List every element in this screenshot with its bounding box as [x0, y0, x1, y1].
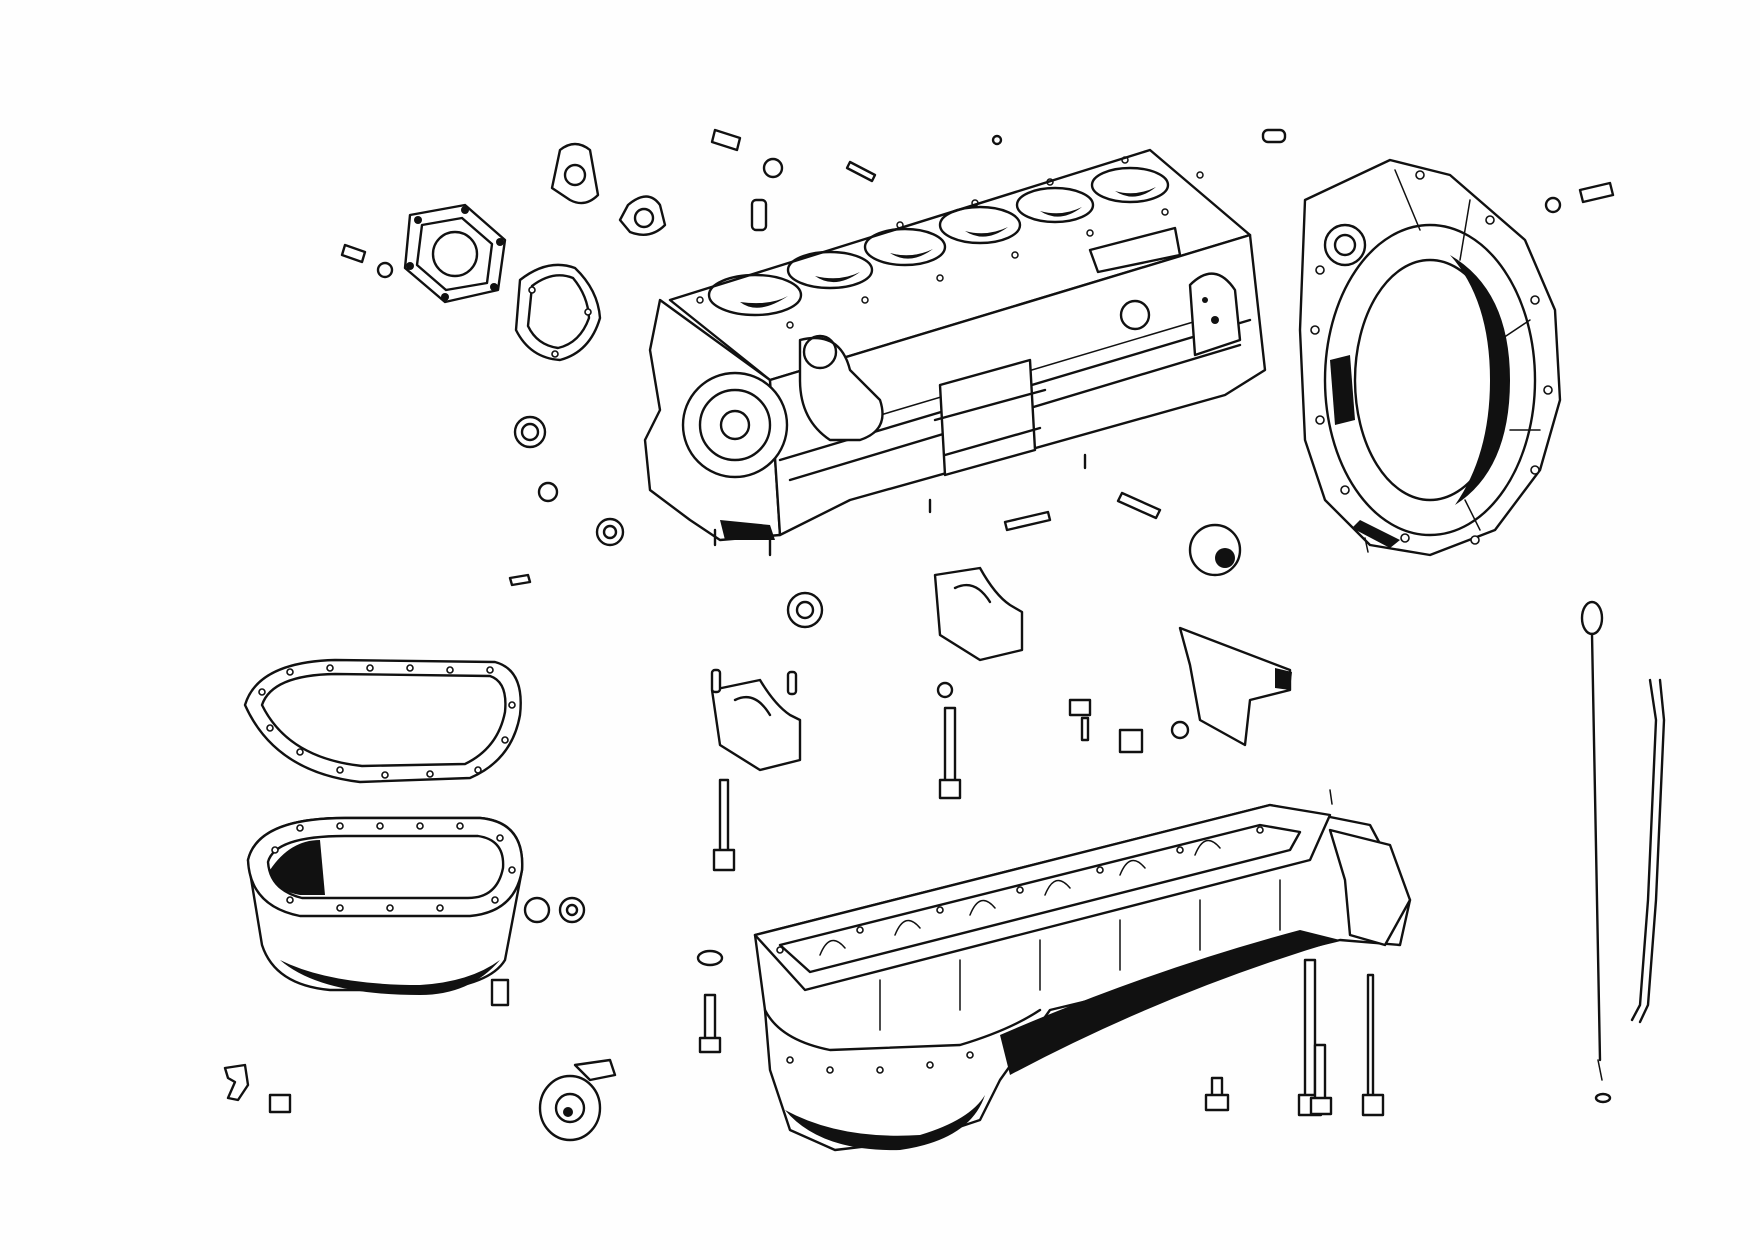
dipstick-guide-tube — [1630, 678, 1666, 1024]
lower-oil-pan — [246, 816, 524, 995]
hexagonal-cover-plate — [403, 203, 507, 304]
clip-bracket — [223, 1063, 250, 1102]
bolts-and-studs — [268, 128, 1615, 1117]
engine-mount — [538, 1058, 617, 1142]
engine-block — [643, 148, 1267, 557]
oil-dipstick — [1580, 600, 1612, 1104]
washers-and-plugs — [376, 128, 1562, 967]
oil-pan-gasket — [243, 658, 522, 784]
flywheel-housing — [1298, 158, 1562, 557]
bearing-caps — [710, 566, 1024, 772]
upper-oil-pan — [753, 803, 1412, 1152]
bracket — [1178, 626, 1292, 747]
triangular-flanges — [550, 142, 667, 236]
cover-gasket — [514, 263, 602, 362]
